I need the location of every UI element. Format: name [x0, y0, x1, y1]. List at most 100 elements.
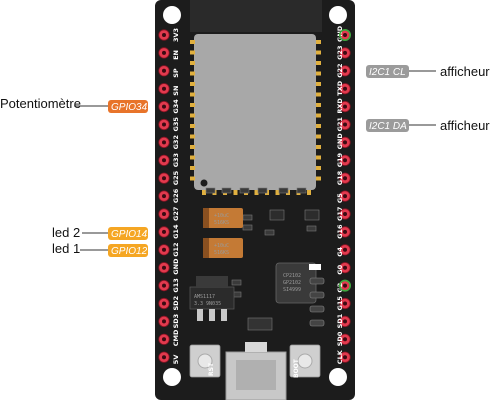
right-pin-label: GND [336, 133, 344, 150]
left-pin-hole [162, 301, 166, 306]
left-pin-label: G27 [172, 207, 180, 221]
module-pad [316, 155, 321, 160]
right-pin-label: CLK [336, 349, 344, 364]
right-pin-header: GNDG23G22TXDRXDG21GNDG19G18G5G17G16G4G0G… [336, 25, 351, 364]
right-pin-label: G5 [336, 193, 344, 203]
gpio14-tag-text: GPIO14 [111, 229, 148, 240]
left-pin-label: G12 [172, 242, 180, 256]
led1-label: led 1 [52, 241, 80, 256]
left-pin-label: GND [172, 258, 180, 275]
antenna-area [190, 0, 322, 32]
left-pin-label: 5V [172, 355, 180, 365]
left-pin-hole [162, 355, 166, 360]
left-pin-label: G14 [172, 224, 180, 239]
right-pin-label: G19 [336, 152, 344, 167]
left-pin-label: CMD [172, 329, 180, 346]
left-pin-hole [162, 194, 166, 199]
annotation-i2c-cl: I2C1 CL afficheur [366, 64, 490, 79]
left-pin-hole [162, 158, 166, 163]
left-pin-hole [162, 86, 166, 91]
module-pad [190, 134, 195, 139]
module-pad [190, 113, 195, 118]
boot-label: BOOT [293, 358, 300, 378]
right-pin-label: SD1 [336, 313, 344, 328]
left-pin-hole [162, 212, 166, 216]
right-pin-label: RXD [336, 98, 344, 114]
left-pin-label: 3V3 [172, 28, 180, 42]
capacitor-1-band [203, 208, 209, 228]
capacitor-2-label: +10uC [214, 243, 229, 249]
gpio14-tag [108, 227, 148, 240]
module-pad [316, 40, 321, 44]
svg-text:SI4999: SI4999 [283, 287, 301, 293]
left-pin-hole [162, 33, 166, 37]
module-pad [316, 113, 321, 118]
module-pad [316, 176, 321, 181]
esp32-module [194, 34, 316, 190]
module-pad [316, 82, 321, 86]
right-pin-hole [343, 158, 347, 163]
right-pin-hole [343, 194, 347, 199]
left-pin-label: EN [172, 50, 180, 60]
module-pad [190, 61, 195, 65]
module-pad [190, 145, 195, 149]
right-pin-label: G18 [336, 170, 344, 185]
right-pin-label: TXD [336, 80, 344, 95]
left-pin-hole [162, 140, 166, 145]
right-pin-label: G16 [336, 224, 344, 239]
capacitor-1-label: +10uC [214, 213, 229, 219]
module-pad [316, 103, 321, 107]
right-pin-label: G22 [336, 63, 344, 77]
right-pin-hole [343, 212, 347, 216]
left-pin-hole [162, 247, 166, 252]
module-pad [316, 71, 321, 76]
capacitor-2-band [203, 238, 209, 258]
module-pad [316, 61, 321, 65]
right-pin-hole [343, 229, 347, 234]
left-pin-hole [162, 50, 166, 55]
mount-hole-tr [329, 6, 347, 24]
module-pad [190, 71, 195, 76]
mount-hole-br [329, 368, 347, 386]
svg-text:516KS: 516KS [214, 250, 229, 256]
annotation-led1: led 1 GPIO12 [52, 241, 148, 257]
left-pin-label: G26 [172, 188, 180, 203]
right-pin-label: G23 [336, 46, 344, 60]
left-pin-label: SD2 [172, 296, 180, 311]
rst-label: RST [208, 362, 215, 376]
right-pin-hole [343, 86, 347, 91]
right-pin-hole [343, 122, 347, 127]
left-pin-label: G32 [172, 135, 180, 149]
module-pad [233, 190, 238, 195]
right-pin-hole [343, 140, 347, 145]
svg-text:516KS: 516KS [214, 220, 229, 226]
left-pin-hole [162, 122, 166, 127]
svg-text:GP2102: GP2102 [283, 280, 301, 286]
highlight-ring [338, 279, 351, 292]
left-pin-label: G35 [172, 117, 180, 132]
annotation-i2c-da: I2C1 DA afficheur [366, 118, 490, 133]
right-pin-hole [343, 337, 347, 342]
module-pad [190, 82, 195, 86]
mount-hole-bl [163, 368, 181, 386]
module-pad [316, 134, 321, 139]
right-pin-hole [343, 68, 347, 73]
module-pad [190, 124, 195, 128]
module-pad [190, 103, 195, 107]
regulator-tab [196, 276, 228, 287]
right-pin-hole [343, 33, 347, 37]
gpio34-tag-text: GPIO34 [111, 102, 148, 113]
transistor-1 [269, 209, 285, 221]
left-pin-hole [162, 104, 166, 109]
right-pin-hole [343, 283, 347, 288]
module-pad [190, 166, 195, 170]
module-pad [316, 92, 321, 97]
capacitor-2 [203, 238, 243, 258]
i2c-da-tag [366, 119, 409, 132]
module-pad [316, 166, 321, 170]
module-pad [190, 176, 195, 181]
right-pin-label: G0 [336, 264, 344, 274]
potentiometre-label: Potentiomètre [0, 96, 81, 111]
module-pad [190, 50, 195, 55]
